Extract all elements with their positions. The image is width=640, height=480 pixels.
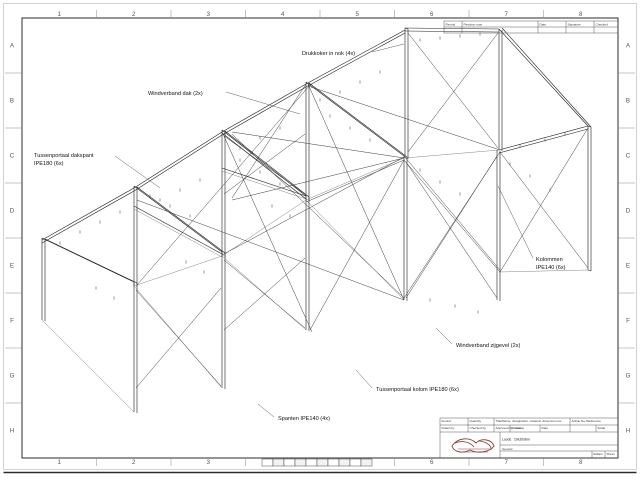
revision-table[interactable]: Revind Revision note Date Signature Chec… (443, 20, 619, 34)
zone-column-top-5: 5 (356, 11, 360, 18)
title-block-header-scale: Scale (598, 426, 606, 430)
zone-row-left-B: B (10, 98, 14, 105)
zone-markers-right: A B C D E F G H (618, 43, 635, 435)
zone-column-bottom-1: 1 (58, 459, 62, 466)
zone-column-top-7: 7 (505, 11, 509, 18)
callout-windverband-dak: Windverband dak (2x) (148, 91, 301, 115)
eave-beams (41, 29, 406, 287)
title-block-header-article: Article No./Reference (572, 419, 602, 423)
scale-ruler-segment (327, 458, 340, 467)
revision-header-date: Date (540, 22, 547, 26)
title-block-header-itemref: Itemref (442, 419, 452, 423)
scale-ruler-segment (272, 458, 285, 467)
title-block-header-quantity: Quantity (470, 419, 482, 423)
revision-header-signature: Signature (568, 22, 582, 26)
callout-kolommen-line1: Kolommen (536, 257, 563, 263)
title-block[interactable]: Itemref Quantity Title/Name, designation… (439, 417, 619, 459)
title-block-header-date: Date (542, 426, 549, 430)
portal-frame-2 (305, 81, 408, 301)
zone-row-left-C: C (10, 153, 15, 160)
zone-row-right-E: E (626, 263, 630, 270)
portal-frame-5 (41, 237, 138, 413)
zone-row-right-B: B (626, 98, 630, 105)
title-block-generic-label: Generic (502, 447, 513, 451)
zone-column-bottom-7: 7 (505, 459, 509, 466)
portal-frame-4 (133, 185, 226, 389)
portal-frame-1 (404, 27, 592, 272)
zone-row-right-C: C (626, 153, 631, 160)
zone-column-top-2: 2 (132, 11, 136, 18)
zone-column-top-4: 4 (281, 11, 285, 18)
title-block-header-titlename: Title/Name, designation, material, dimen… (496, 419, 562, 423)
callout-windverband-zijgevel: Windverband zijgevel (2x) (435, 327, 520, 349)
revision-header-revind: Revind (446, 22, 456, 26)
company-logo (451, 438, 495, 453)
scale-ruler-segment (294, 458, 307, 467)
callout-kolommen: Kolommen IPE140 (6x) (497, 185, 566, 271)
zone-column-top-6: 6 (430, 11, 434, 18)
side-wall-bracing-right (496, 125, 589, 301)
zone-row-right-A: A (626, 43, 631, 50)
zone-row-left-D: D (10, 208, 15, 215)
zone-column-bottom-3: 3 (207, 459, 211, 466)
callout-tussenportaal-kolom-label: Tussenportaal kolom IPE180 (6x) (376, 387, 459, 393)
zone-row-right-F: F (626, 318, 630, 325)
scale-ruler-segment (360, 458, 373, 467)
scale-ruler-segment (261, 458, 274, 467)
title-block-edition-label: Edition (594, 452, 604, 456)
zone-row-right-D: D (626, 208, 631, 215)
title-block-sheet-label: Sheet (607, 452, 615, 456)
roof-wind-bracing (231, 83, 501, 301)
zone-column-top-8: 8 (579, 11, 583, 18)
zone-column-bottom-2: 2 (132, 459, 136, 466)
callout-drukkoker: Drukkoker in nok (4x) (302, 43, 405, 57)
scale-ruler (261, 458, 373, 467)
callout-tussenportaal-dakspant-line2: IPE180 (6x) (34, 161, 64, 167)
title-block-project-label: Loods (502, 438, 512, 442)
zone-column-top-3: 3 (207, 11, 211, 18)
side-wall-bracing-front (135, 155, 498, 389)
callout-spanten: Spanten IPE140 (4x) (257, 403, 330, 422)
callout-spanten-label: Spanten IPE140 (4x) (278, 416, 330, 422)
zone-row-left-E: E (10, 263, 14, 270)
zone-markers-left: A B C D E F G H (5, 43, 22, 435)
callout-tussenportaal-dakspant-line1: Tussenportaal dakspant (34, 153, 94, 159)
zone-row-left-H: H (10, 428, 14, 435)
title-block-header-approvedby: Approved by - date (496, 426, 522, 430)
callout-drukkoker-label: Drukkoker in nok (4x) (302, 51, 355, 57)
scale-ruler-segment (305, 458, 318, 467)
callout-windverband-dak-label: Windverband dak (2x) (148, 91, 203, 97)
scale-ruler-segment (316, 458, 329, 467)
isometric-structure (41, 27, 592, 413)
zone-markers-top: 1 2 3 4 5 6 7 8 (58, 10, 583, 18)
scale-ruler-segment (338, 458, 351, 467)
zone-row-left-G: G (10, 373, 15, 380)
portal-frame-3 (221, 129, 310, 331)
zone-column-bottom-8: 8 (579, 459, 583, 466)
scale-ruler-segment (349, 458, 362, 467)
revision-header-note: Revision note (464, 22, 483, 26)
zone-row-right-G: G (626, 373, 631, 380)
zone-column-bottom-6: 6 (430, 459, 434, 466)
revision-header-checked: Checked (596, 22, 608, 26)
callout-tussenportaal-dakspant: Tussenportaal dakspant IPE180 (6x) (34, 153, 161, 189)
title-block-header-checkedby: Checked by (470, 426, 487, 430)
callout-tussenportaal-kolom: Tussenportaal kolom IPE180 (6x) (355, 369, 459, 393)
callout-windverband-zijgevel-label: Windverband zijgevel (2x) (456, 343, 520, 349)
scale-ruler-segment (283, 458, 296, 467)
interior-long-bracing (136, 84, 405, 333)
zone-row-right-H: H (626, 428, 630, 435)
title-block-header-drawnby: Drawn by (442, 426, 456, 430)
zone-row-left-F: F (10, 318, 14, 325)
zone-row-left-A: A (10, 43, 15, 50)
connection-ticks (59, 32, 566, 314)
title-block-project-value: 10x20x6m (514, 438, 530, 442)
title-block-header-filename: Filename (512, 426, 525, 430)
callout-kolommen-line2: IPE140 (6x) (536, 265, 566, 271)
zone-column-top-1: 1 (58, 11, 62, 18)
